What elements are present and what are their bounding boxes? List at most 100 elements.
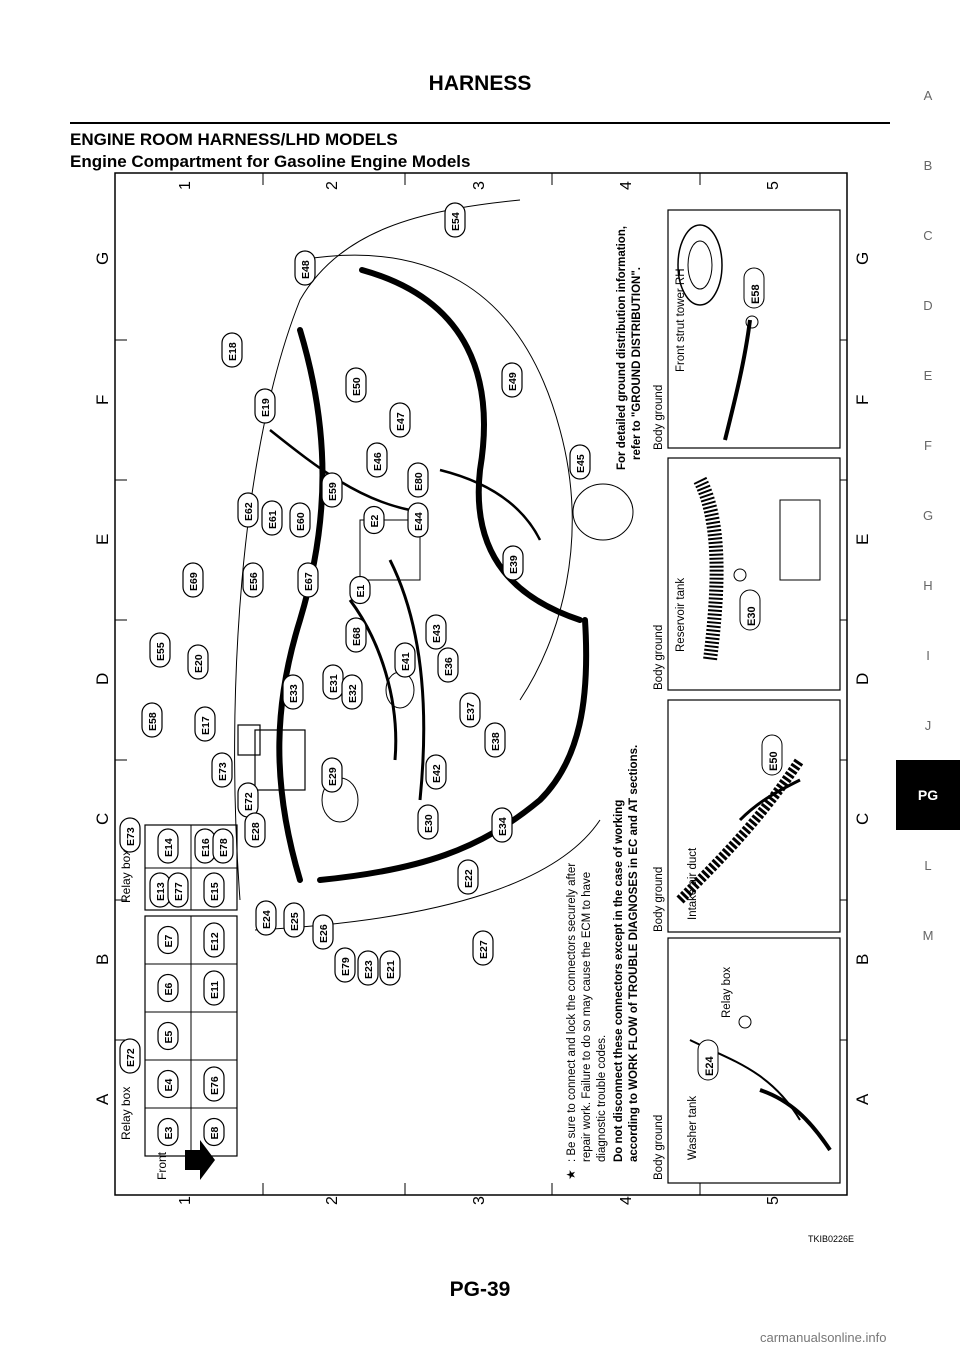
svg-text:E72: E72 (243, 792, 255, 811)
notes: ★ : Be sure to connect and lock the conn… (564, 226, 643, 1180)
tab-g[interactable]: G (922, 507, 934, 523)
tab-f[interactable]: F (924, 437, 932, 453)
tab-pg[interactable]: PG (896, 760, 960, 830)
connector-e30: E30 (417, 804, 439, 840)
svg-text:Relay box: Relay box (119, 1087, 133, 1140)
grid-row-D-right: D (853, 673, 872, 685)
section-heading: ENGINE ROOM HARNESS/LHD MODELS (70, 130, 398, 149)
grid-row-E-left: E (93, 534, 112, 545)
svg-text:E20: E20 (193, 654, 205, 673)
svg-text:E36: E36 (443, 657, 455, 676)
connector-e60: E60 (289, 502, 311, 538)
connector-e24: E24 (255, 900, 277, 936)
svg-text:E34: E34 (497, 817, 509, 836)
front-label: Front (155, 1151, 169, 1180)
connector-e17: E17 (194, 706, 216, 742)
svg-text:E27: E27 (478, 940, 490, 959)
grid-col-1-top: 1 (177, 181, 194, 190)
svg-text:E38: E38 (490, 732, 502, 751)
connector-e36: E36 (437, 647, 459, 683)
connector-e15: E15 (203, 872, 225, 908)
connector-e2: E2 (363, 505, 385, 535)
connector-e18: E18 (221, 332, 243, 368)
svg-text:E15: E15 (209, 882, 221, 901)
grid-row-F-left: F (93, 395, 112, 405)
svg-text:E80: E80 (413, 472, 425, 491)
svg-text:E59: E59 (327, 482, 339, 501)
svg-text:E55: E55 (155, 642, 167, 661)
section-subheading: Engine Compartment for Gasoline Engine M… (70, 152, 471, 171)
connector-e39: E39 (502, 545, 524, 581)
connector-e34: E34 (491, 807, 513, 843)
connector-e48: E48 (294, 250, 316, 286)
connector-e41: E41 (394, 642, 416, 678)
connector-e38: E38 (484, 722, 506, 758)
tab-m[interactable]: M (922, 927, 934, 943)
grid-col-1-bottom: 1 (177, 1196, 194, 1205)
svg-text:E23: E23 (363, 960, 375, 979)
connector-e37: E37 (459, 692, 481, 728)
svg-text:E58: E58 (147, 712, 159, 731)
connector-e73: E73 (211, 752, 233, 788)
grid-row-G-left: G (93, 252, 112, 265)
svg-text:E58: E58 (750, 284, 762, 304)
svg-text:E76: E76 (209, 1076, 221, 1095)
connector-e16: E16 (194, 828, 216, 864)
tab-c[interactable]: C (923, 227, 933, 243)
note-bold-2: according to WORK FLOW of TROUBLE DIAGNO… (628, 745, 640, 1162)
tab-a[interactable]: A (923, 87, 933, 103)
svg-text:E14: E14 (163, 838, 175, 857)
connector-e28: E28 (244, 812, 266, 848)
svg-text:E24: E24 (261, 910, 273, 929)
connector-e5: E5 (157, 1021, 179, 1051)
svg-text:E39: E39 (508, 555, 520, 574)
svg-text:E69: E69 (188, 572, 200, 591)
grid-col-3-top: 3 (471, 181, 488, 190)
inset-washer-tank: Body ground Washer tank Relay box E24 (653, 937, 841, 1184)
inset-intake-air-duct: Body ground Intake air duct E50 (653, 699, 841, 933)
svg-text:Relay box: Relay box (119, 850, 133, 903)
header-rule (70, 122, 890, 124)
connector-e69: E69 (182, 562, 204, 598)
tab-j[interactable]: J (924, 717, 932, 733)
watermark: carmanualsonline.info (760, 1330, 887, 1345)
svg-text:E49: E49 (507, 372, 519, 391)
connector-e31: E31 (322, 664, 344, 700)
svg-text:E3: E3 (163, 1126, 175, 1139)
connector-e3: E3 (157, 1117, 179, 1147)
tab-b[interactable]: B (923, 157, 933, 173)
connector-e73: E73 (119, 817, 141, 853)
connector-e54: E54 (444, 202, 466, 238)
grid-row-D-left: D (93, 673, 112, 685)
grid-row-G-right: G (853, 252, 872, 265)
page-number: PG-39 (449, 1278, 511, 1301)
connector-e1: E1 (349, 575, 371, 605)
connector-e23: E23 (357, 950, 379, 986)
connector-e29: E29 (321, 757, 343, 793)
grid-col-4-top: 4 (618, 181, 635, 190)
connector-e21: E21 (379, 950, 401, 986)
tab-l[interactable]: L (924, 857, 932, 873)
svg-text:E32: E32 (347, 684, 359, 703)
connector-e58: E58 (141, 702, 163, 738)
svg-text:E50: E50 (768, 751, 780, 771)
engine-bay-artwork (234, 199, 634, 931)
connector-e4: E4 (157, 1069, 179, 1099)
svg-text:E13: E13 (155, 882, 167, 901)
svg-text:E24: E24 (704, 1056, 716, 1076)
svg-text:E43: E43 (431, 624, 443, 643)
svg-text:E18: E18 (227, 342, 239, 361)
tab-e[interactable]: E (923, 367, 933, 383)
svg-text:E29: E29 (327, 767, 339, 786)
grid-row-C-left: C (93, 813, 112, 825)
note-star-3: diagnostic trouble codes. (596, 1035, 608, 1162)
connector-e27: E27 (472, 930, 494, 966)
connector-e55: E55 (149, 632, 171, 668)
tab-h[interactable]: H (923, 577, 933, 593)
tab-i[interactable]: I (926, 647, 930, 663)
tab-d[interactable]: D (923, 297, 933, 313)
svg-text:E56: E56 (248, 572, 260, 591)
svg-text:E31: E31 (328, 674, 340, 693)
